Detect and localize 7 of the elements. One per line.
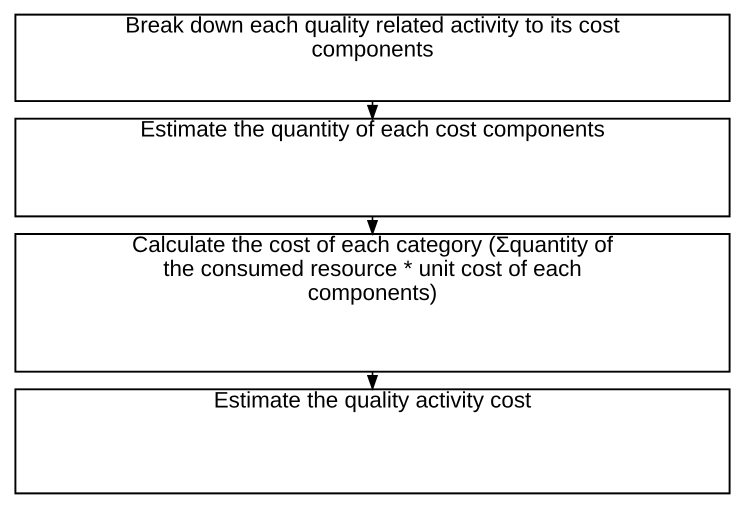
node-box: Calculate the cost of each category (Σquantity of the consumed resource * unit cost of each components)	[14, 233, 730, 373]
node-box: Estimate the quantity of each cost components	[14, 118, 730, 218]
node-box: Break down each quality related activity to its cost components	[14, 14, 730, 102]
arrow	[366, 372, 378, 392]
node-box: Estimate the quality activity cost	[14, 388, 730, 494]
arrow	[366, 216, 378, 236]
arrow	[366, 102, 378, 121]
